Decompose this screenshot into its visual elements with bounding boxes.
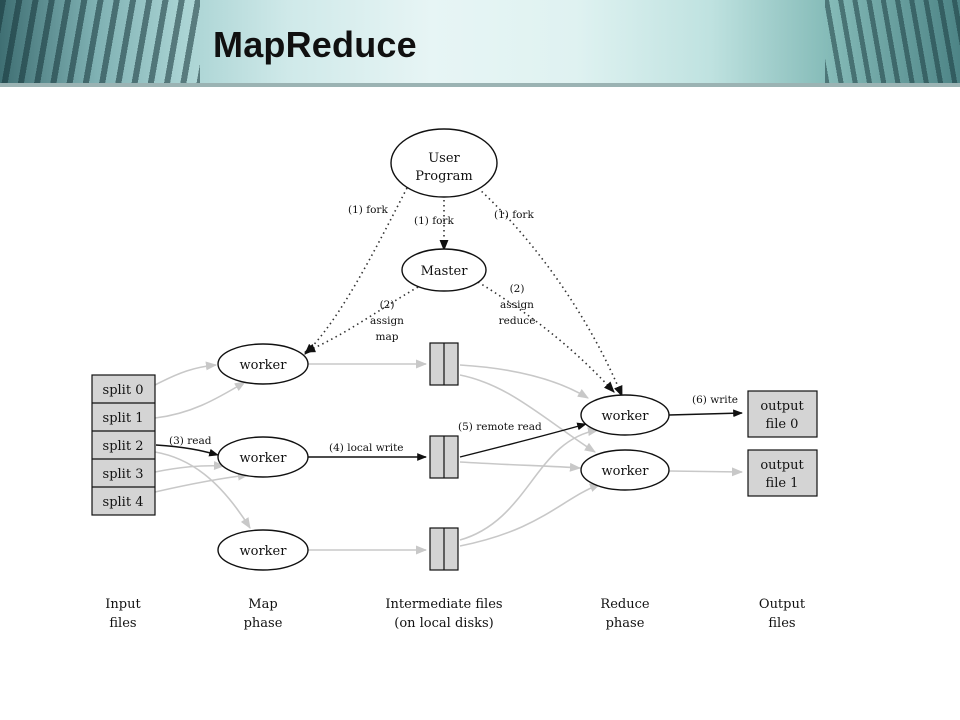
map-worker-2-label: worker: [240, 451, 288, 466]
flow-reduce2-output1: [668, 467, 744, 477]
remote-read-arrow: [459, 422, 587, 458]
map-worker-1: worker: [217, 343, 309, 385]
flow-split1-worker1: [154, 381, 246, 419]
phase-reduce-line2: phase: [606, 616, 645, 631]
intermediate-file-2: [429, 435, 459, 479]
map-worker-3: worker: [217, 529, 309, 571]
split-0: split 0: [103, 383, 144, 398]
read-label: (3) read: [169, 435, 212, 447]
header-building-left: [0, 0, 200, 87]
phase-intermediate-line2: (on local disks): [394, 616, 493, 631]
phase-input-line2: files: [109, 616, 136, 631]
assign-map-line1: (2): [380, 299, 395, 311]
fork-label-left: (1) fork: [348, 204, 388, 216]
split-3: split 3: [103, 467, 144, 482]
fork-to-map-worker: [304, 187, 408, 355]
flow-file3-reduce1: [459, 427, 600, 541]
reduce-worker-1: worker: [580, 394, 670, 436]
local-write-label: (4) local write: [329, 442, 404, 454]
intermediate-file-3: [429, 527, 459, 571]
flow-split0-worker1: [154, 361, 218, 386]
output-file-0: output file 0: [747, 390, 818, 438]
assign-map-line3: map: [376, 331, 399, 343]
assign-map-line2: assign: [370, 315, 404, 327]
map-worker-2: worker: [217, 436, 309, 478]
assign-reduce-line1: (2): [510, 283, 525, 295]
dark-flows: [155, 409, 743, 461]
flow-split4-worker2: [154, 471, 250, 493]
split-2: split 2: [103, 439, 144, 454]
fork-label-right: (1) fork: [494, 209, 534, 221]
phase-map-line2: phase: [244, 616, 283, 631]
split-1: split 1: [103, 411, 144, 426]
write-arrow: [668, 409, 743, 418]
user-program-line2: Program: [415, 169, 472, 184]
phase-intermediate-line1: Intermediate files: [385, 597, 502, 612]
assign-map-path: [303, 286, 419, 353]
assign-reduce-label: (2) assign reduce: [499, 283, 536, 327]
output-file-1: output file 1: [747, 449, 818, 497]
reduce-worker-2: worker: [580, 449, 670, 491]
phase-output-line1: Output: [759, 597, 806, 612]
phase-output-line2: files: [768, 616, 795, 631]
assign-reduce-line3: reduce: [499, 315, 536, 327]
header-building-right: [825, 0, 960, 87]
slide-title: MapReduce: [213, 24, 417, 65]
flow-file1-reduce1: [459, 364, 589, 399]
assign-reduce-line2: assign: [500, 299, 534, 311]
assign-reduce-path: [477, 281, 615, 393]
flow-file1-reduce2: [459, 374, 596, 453]
phase-input-line1: Input: [105, 597, 141, 612]
read-arrow: [155, 444, 219, 457]
master-node: Master: [401, 248, 487, 292]
flow-file2-reduce2: [459, 461, 582, 472]
split-4: split 4: [103, 495, 144, 510]
phase-map-line1: Map: [248, 597, 277, 612]
master-label: Master: [421, 264, 469, 279]
reduce-worker-1-label: worker: [602, 409, 650, 424]
map-worker-1-label: worker: [240, 358, 288, 373]
user-program-node: User Program: [390, 128, 498, 198]
flow-split3-worker2: [154, 461, 226, 473]
user-program-line1: User: [428, 151, 460, 166]
control-flows: [303, 187, 623, 398]
slide-header: [0, 0, 960, 87]
intermediate-file-1: [429, 342, 459, 386]
header-rule: [0, 83, 960, 87]
phase-reduce-line1: Reduce: [600, 597, 649, 612]
phase-captions: Input files Map phase Intermediate files…: [105, 597, 806, 631]
flow-file3-reduce2: [459, 483, 602, 547]
fork-label-center: (1) fork: [414, 215, 454, 227]
output-file-0-line1: output: [760, 399, 804, 414]
map-worker-3-label: worker: [240, 544, 288, 559]
remote-read-label: (5) remote read: [458, 421, 542, 433]
reduce-worker-2-label: worker: [602, 464, 650, 479]
write-label: (6) write: [692, 394, 738, 406]
output-file-1-line2: file 1: [766, 476, 799, 491]
assign-map-label: (2) assign map: [370, 299, 404, 343]
input-splits: split 0 split 1 split 2 split 3 split 4: [91, 374, 156, 516]
output-file-1-line1: output: [760, 458, 804, 473]
output-file-0-line2: file 0: [766, 417, 799, 432]
gray-flows: [154, 359, 744, 555]
flow-split2-worker3: [154, 451, 251, 529]
